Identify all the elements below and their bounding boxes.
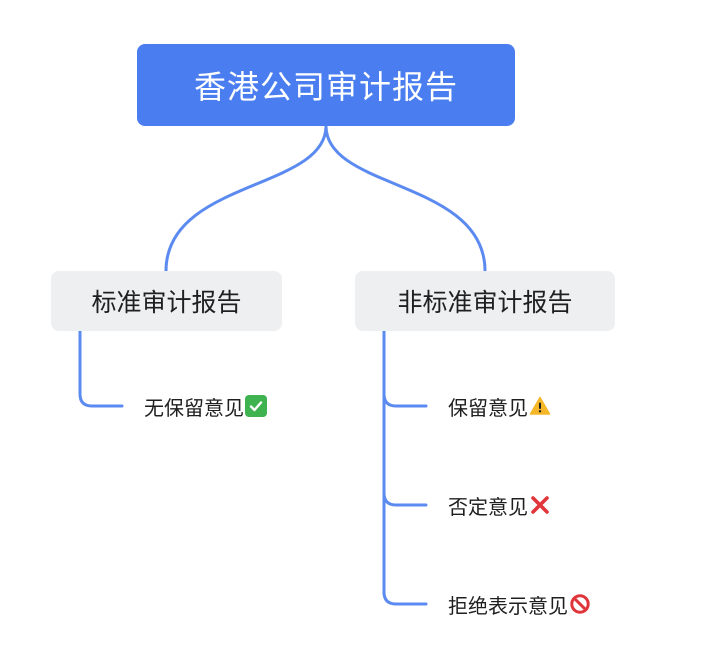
connector-root-to-standard	[164, 124, 328, 273]
prohibited-icon	[569, 593, 591, 615]
leaf-node-label: 否定意见	[448, 494, 528, 519]
connector-root-to-nonstandard	[324, 124, 487, 273]
connector-nonstandard-to-disclaimer	[382, 590, 428, 606]
connector-nonstandard-to-adverse	[382, 491, 428, 507]
connector-nonstandard-to-qualified	[382, 392, 428, 408]
cross-mark-icon	[529, 494, 551, 516]
leaf-node-adverse[interactable]: 否定意见	[448, 490, 551, 520]
root-node-label: 香港公司审计报告	[193, 68, 458, 106]
branch-node-standard[interactable]: 标准审计报告	[51, 271, 282, 331]
warning-icon	[529, 395, 551, 417]
leaf-node-qualified[interactable]: 保留意见	[448, 391, 551, 421]
branch-node-label: 标准审计报告	[91, 288, 242, 317]
branch-node-label: 非标准审计报告	[397, 288, 573, 317]
connector-standard-to-unqualified	[78, 329, 124, 408]
check-mark-icon	[245, 395, 267, 417]
branch-node-nonstandard[interactable]: 非标准审计报告	[355, 271, 615, 331]
root-node[interactable]: 香港公司审计报告	[137, 44, 515, 126]
leaf-node-label: 无保留意见	[144, 395, 244, 420]
leaf-node-disclaimer[interactable]: 拒绝表示意见	[448, 589, 591, 619]
leaf-node-label: 拒绝表示意见	[448, 593, 568, 618]
leaf-node-label: 保留意见	[448, 395, 528, 420]
leaf-node-unqualified[interactable]: 无保留意见	[144, 391, 267, 421]
